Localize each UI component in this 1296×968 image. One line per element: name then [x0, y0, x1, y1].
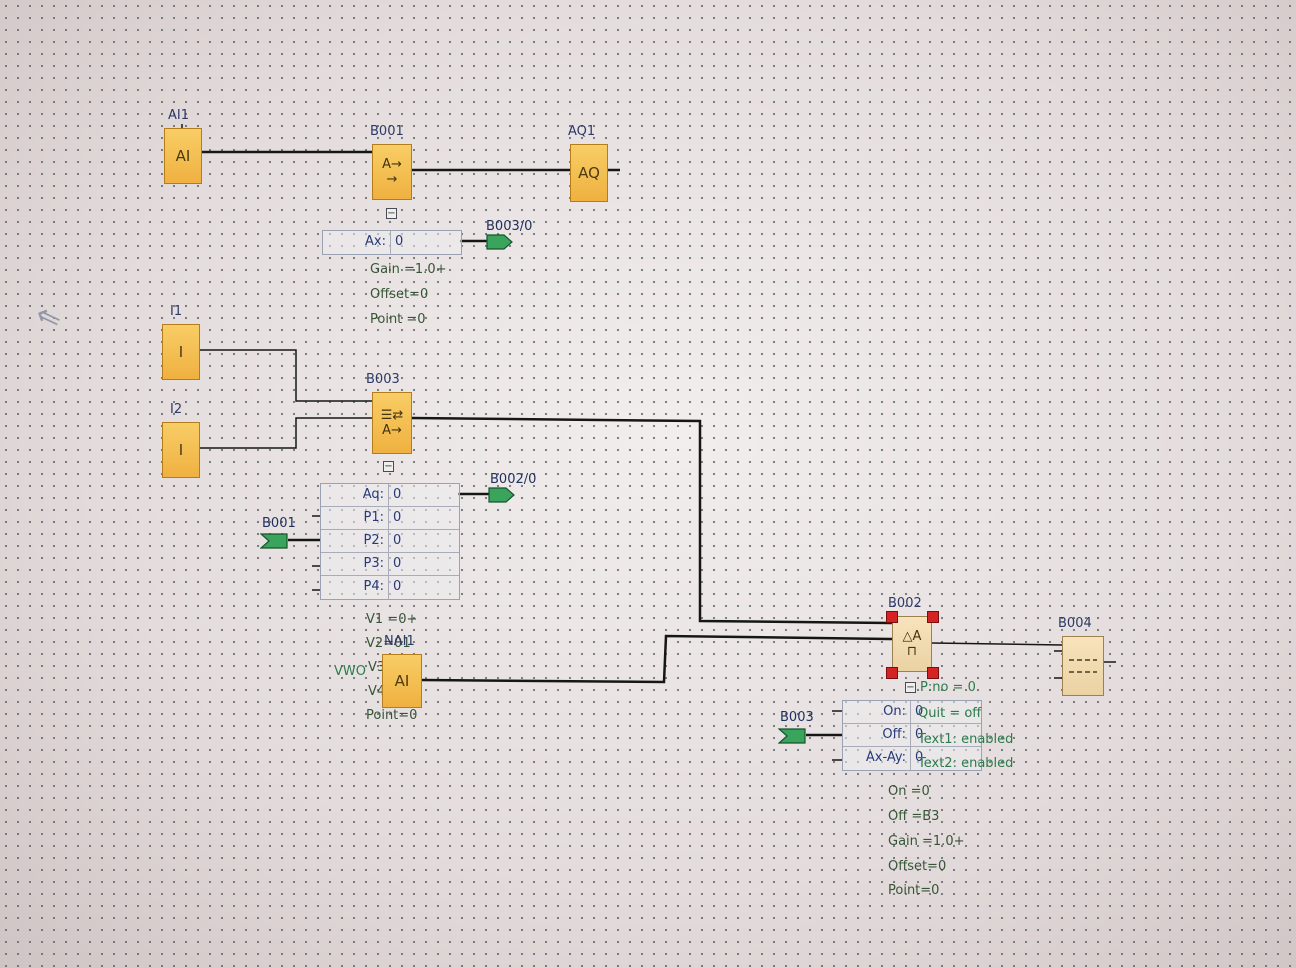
block-text-aq1: AQ	[578, 164, 600, 182]
param-key: P2:	[321, 530, 389, 552]
pulse-icon: ⊓	[906, 644, 918, 659]
block-text-nai1: AI	[394, 672, 410, 690]
param-offset: Offset=0	[370, 287, 429, 302]
network-analog-input-block-nai1[interactable]: AI	[382, 654, 422, 708]
connector-flag-label: B003	[780, 710, 814, 725]
digital-input-block-i1[interactable]: I	[162, 324, 200, 380]
function-block-b004[interactable]	[1062, 636, 1104, 696]
collapse-button-b002[interactable]: −	[905, 682, 916, 693]
block-label-b004: B004	[1058, 616, 1092, 631]
threshold-icon: △A	[902, 629, 922, 644]
param-key: Off:	[843, 724, 911, 746]
amplifier-icon: A→	[382, 157, 402, 172]
block-label-i1: I1	[170, 304, 183, 319]
param-key: Ax:	[323, 231, 391, 254]
block-label-nai1: NAI1	[384, 634, 415, 649]
connector-flag-label: B002/0	[490, 472, 537, 487]
connector-flag-icon[interactable]	[486, 233, 514, 251]
block-text-i1: I	[178, 343, 184, 361]
param-value: 0	[393, 579, 402, 594]
block-label-ai1: AI1	[168, 108, 189, 123]
connector-flag-label: B003/0	[486, 219, 533, 234]
param-value: 0	[915, 750, 924, 765]
param-value: 0	[915, 727, 924, 742]
param-pno: P:no = 0	[920, 680, 976, 695]
wire-b003-b002	[411, 416, 893, 625]
param-key: On:	[843, 701, 911, 723]
param-value: 0	[393, 510, 402, 525]
analog-input-block-ai1[interactable]: AI	[164, 128, 202, 184]
mouse-cursor-icon: ⇖	[30, 296, 67, 339]
wire-i1-b003	[200, 349, 372, 402]
param-value: 0	[915, 704, 924, 719]
param-row[interactable]: P1: 0	[321, 507, 459, 530]
selection-handle[interactable]	[927, 667, 939, 679]
wire-nai1-b002	[421, 634, 893, 684]
param-table-b002: On: 0 Off: 0 Ax-Ay: 0	[842, 700, 982, 771]
multiplexer-icon: ☰⇄	[380, 408, 404, 423]
analog-output-block-aq1[interactable]: AQ	[570, 144, 608, 202]
param-offset: Offset=0	[888, 859, 947, 874]
param-on: On =0	[888, 784, 930, 799]
param-row[interactable]: On: 0	[843, 701, 981, 724]
param-key: P1:	[321, 507, 389, 529]
block-label-aq1: AQ1	[568, 124, 596, 139]
analog-multiplexer-block-b003[interactable]: ☰⇄ A→	[372, 392, 412, 454]
param-key: Aq:	[321, 484, 389, 506]
wire-b002-b004	[931, 642, 1063, 646]
selection-handle[interactable]	[927, 611, 939, 623]
analog-output-icon: A→	[382, 423, 402, 438]
param-key: Ax-Ay:	[843, 747, 911, 770]
param-value: 0	[393, 487, 402, 502]
connector-flag-icon[interactable]	[260, 532, 290, 550]
param-row[interactable]: P4: 0	[321, 576, 459, 599]
param-text1: Text1: enabled	[918, 732, 1014, 747]
dashed-lines-icon	[1069, 659, 1097, 673]
selection-handle[interactable]	[886, 667, 898, 679]
param-gain: Gain =1.0+	[370, 262, 447, 277]
connector-flag-label: B001	[262, 516, 296, 531]
block-label-b003: B003	[366, 372, 400, 387]
block-text-i2: I	[178, 441, 184, 459]
param-key: P3:	[321, 553, 389, 575]
param-quit: Quit = off	[918, 706, 982, 721]
block-label-b002: B002	[888, 596, 922, 611]
param-v1: V1 =0+	[366, 612, 418, 627]
param-v4: V4	[368, 684, 386, 699]
param-table-b001: Ax: 0	[322, 230, 462, 255]
arrow-icon: →	[386, 172, 398, 187]
connector-flag-icon[interactable]	[488, 486, 516, 504]
analog-threshold-block-b002[interactable]: △A ⊓	[892, 616, 932, 672]
param-point: Point=0	[888, 883, 940, 898]
connector-flag-icon[interactable]	[778, 727, 808, 745]
param-point: Point=0	[366, 708, 418, 723]
param-text2: Text2: enabled	[918, 756, 1014, 771]
param-row[interactable]: Aq: 0	[321, 484, 459, 507]
wire-i2-b003	[200, 417, 372, 449]
param-value: 0	[393, 533, 402, 548]
collapse-button-b003[interactable]: −	[383, 461, 394, 472]
block-text-ai1: AI	[175, 147, 191, 165]
param-table-b003: Aq: 0 P1: 0 P2: 0 P3: 0 P4: 0	[320, 483, 460, 600]
digital-input-block-i2[interactable]: I	[162, 422, 200, 478]
collapse-button-b001[interactable]: −	[386, 208, 397, 219]
block-label-i2: I2	[170, 402, 183, 417]
selection-handle[interactable]	[886, 611, 898, 623]
param-value: 0	[393, 556, 402, 571]
param-key: P4:	[321, 576, 389, 599]
vwo-label: VWO	[334, 664, 366, 679]
block-label-b001: B001	[370, 124, 404, 139]
param-value: 0	[395, 234, 404, 249]
analog-amplifier-block-b001[interactable]: A→ →	[372, 144, 412, 200]
param-row[interactable]: P3: 0	[321, 553, 459, 576]
param-row[interactable]: Off: 0	[843, 724, 981, 747]
param-row[interactable]: P2: 0	[321, 530, 459, 553]
param-row[interactable]: Ax-Ay: 0	[843, 747, 981, 770]
param-v3: V3	[368, 660, 386, 675]
param-off: Off =B3	[888, 809, 940, 824]
param-row[interactable]: Ax: 0	[323, 231, 461, 254]
param-gain: Gain =1.0+	[888, 834, 965, 849]
param-v2: V2=01	[366, 636, 411, 651]
param-point: Point =0	[370, 312, 426, 327]
